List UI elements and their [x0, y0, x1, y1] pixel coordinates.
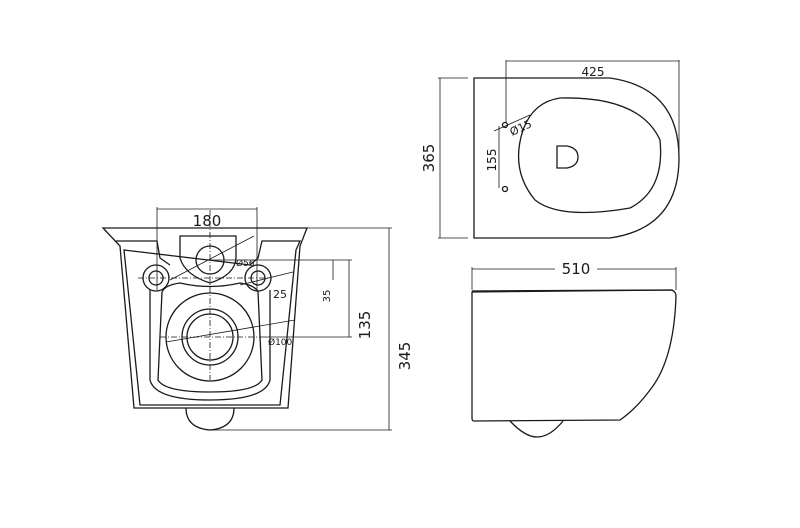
- dim-510: 510: [562, 260, 591, 278]
- front-view: 180 345 135 35 25 Ø56 Ø100: [101, 207, 414, 431]
- dim-56: Ø56: [236, 258, 255, 269]
- hole-bottom: [501, 185, 509, 193]
- side-outline: [471, 289, 677, 422]
- dim-365: 365: [420, 144, 438, 173]
- top-view: 425 365 155 Ø15: [420, 60, 680, 239]
- side-lug: [509, 420, 564, 438]
- bowl-inner-outline: [116, 240, 302, 406]
- dim-25: 25: [273, 288, 287, 301]
- seat-opening: [517, 97, 662, 214]
- inlet-pocket: [179, 235, 237, 284]
- top-outline: [473, 77, 680, 239]
- dim-180: 180: [193, 212, 222, 230]
- dim-345: 345: [396, 342, 414, 371]
- dim-135: 135: [356, 311, 374, 340]
- dim-100: Ø100: [268, 337, 293, 348]
- dim-35: 35: [322, 290, 333, 303]
- seat-outline: [149, 290, 271, 401]
- outlet-d-shape: [556, 145, 579, 169]
- side-view: 510: [471, 260, 677, 438]
- bottom-lug: [185, 407, 235, 431]
- dim-155: 155: [485, 149, 499, 172]
- dim-425: 425: [582, 65, 605, 79]
